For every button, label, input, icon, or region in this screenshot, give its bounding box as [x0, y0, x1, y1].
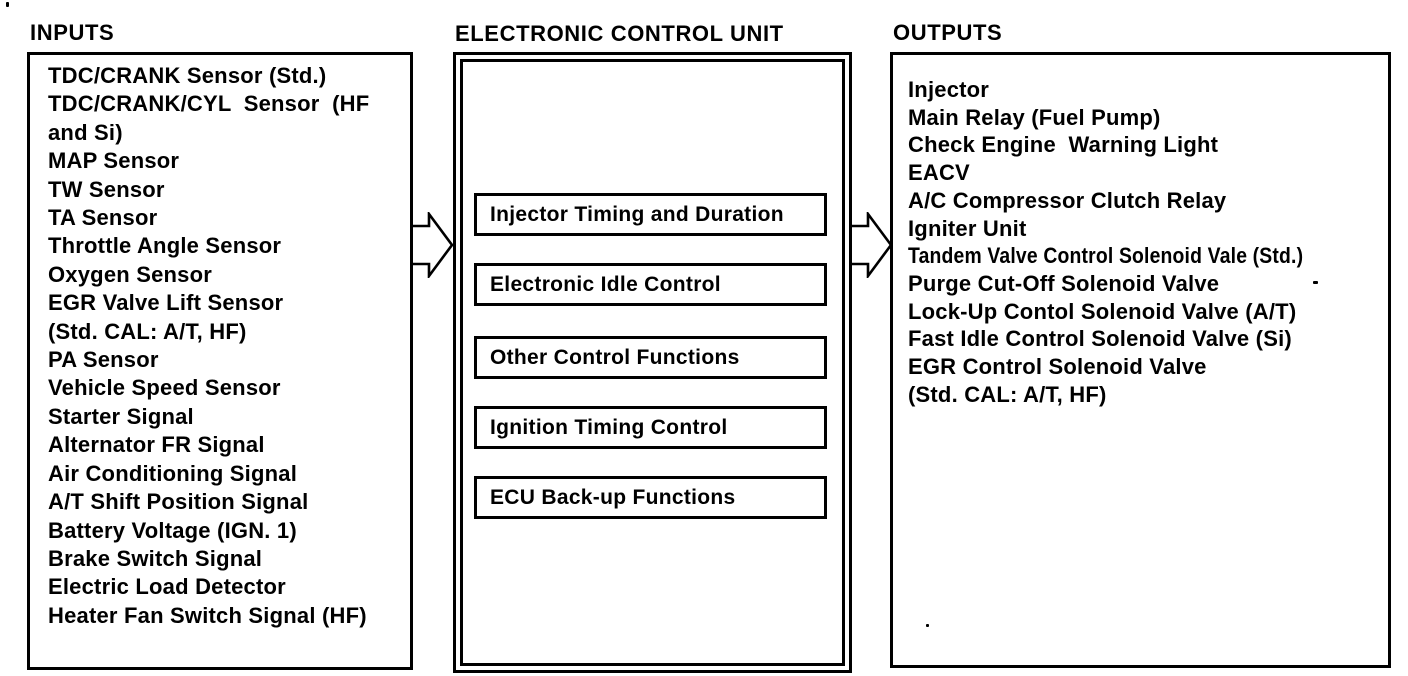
- ecu-heading: ELECTRONIC CONTROL UNIT: [455, 21, 784, 46]
- input-signal-item: TDC/CRANK/CYL Sensor (HF: [48, 91, 370, 117]
- input-signal-item: TDC/CRANK Sensor (Std.): [48, 63, 327, 88]
- scan-speck: [926, 624, 929, 627]
- output-device-item: Tandem Valve Control Solenoid Vale (Std.…: [908, 243, 1304, 269]
- output-device-item: Injector: [908, 77, 990, 102]
- input-signal-item: (Std. CAL: A/T, HF): [48, 318, 247, 344]
- inputs-box: [27, 52, 413, 670]
- input-signal-item: TA Sensor: [48, 205, 158, 231]
- input-signal-item: Air Conditioning Signal: [48, 460, 298, 486]
- output-device-item: A/C Compressor Clutch Relay: [908, 187, 1227, 213]
- scan-speck: [1313, 281, 1318, 284]
- inputs-heading: INPUTS: [30, 20, 115, 45]
- scan-speck: [6, 2, 9, 7]
- output-device-item: Igniter Unit: [908, 215, 1027, 241]
- output-device-item: EACV: [908, 160, 970, 186]
- input-signal-item: and Si): [48, 119, 123, 145]
- input-signal-item: Heater Fan Switch Signal (HF): [48, 602, 367, 628]
- input-signal-item: Alternator FR Signal: [48, 432, 265, 458]
- input-signal-item: Oxygen Sensor: [48, 261, 212, 287]
- input-signal-item: Vehicle Speed Sensor: [48, 375, 281, 401]
- ecu-function-box: Electronic Idle Control: [474, 263, 827, 306]
- output-device-item: (Std. CAL: A/T, HF): [908, 381, 1107, 407]
- ecu-to-outputs-arrow-icon: [852, 212, 892, 278]
- output-device-item: EGR Control Solenoid Valve: [908, 354, 1207, 380]
- output-device-item: Purge Cut-Off Solenoid Valve: [908, 270, 1220, 296]
- input-signal-item: Electric Load Detector: [48, 574, 286, 600]
- outputs-heading: OUTPUTS: [893, 20, 1003, 45]
- ecu-function-box: Ignition Timing Control: [474, 406, 827, 449]
- input-signal-item: EGR Valve Lift Sensor: [48, 290, 284, 316]
- inputs-list: TDC/CRANK Sensor (Std.) TDC/CRANK/CYL Sen…: [48, 62, 408, 630]
- output-device-item: Fast Idle Control Solenoid Valve (Si): [908, 326, 1292, 352]
- outputs-box: [890, 52, 1391, 668]
- output-device-item: Check Engine Warning Light: [908, 132, 1219, 158]
- ecu-function-box: Injector Timing and Duration: [474, 193, 827, 236]
- input-signal-item: TW Sensor: [48, 176, 165, 202]
- ecu-function-box: ECU Back-up Functions: [474, 476, 827, 519]
- inputs-to-ecu-arrow-icon: [413, 212, 453, 278]
- ecu-function-box: Other Control Functions: [474, 336, 827, 379]
- input-signal-item: Battery Voltage (IGN. 1): [48, 517, 297, 543]
- input-signal-item: Starter Signal: [48, 403, 194, 429]
- input-signal-item: A/T Shift Position Signal: [48, 489, 309, 515]
- input-signal-item: Brake Switch Signal: [48, 545, 263, 571]
- input-signal-item: MAP Sensor: [48, 148, 180, 174]
- input-signal-item: PA Sensor: [48, 347, 159, 373]
- output-device-item: Lock-Up Contol Solenoid Valve (A/T): [908, 298, 1297, 324]
- output-device-item: Main Relay (Fuel Pump): [908, 104, 1161, 130]
- input-signal-item: Throttle Angle Sensor: [48, 233, 282, 259]
